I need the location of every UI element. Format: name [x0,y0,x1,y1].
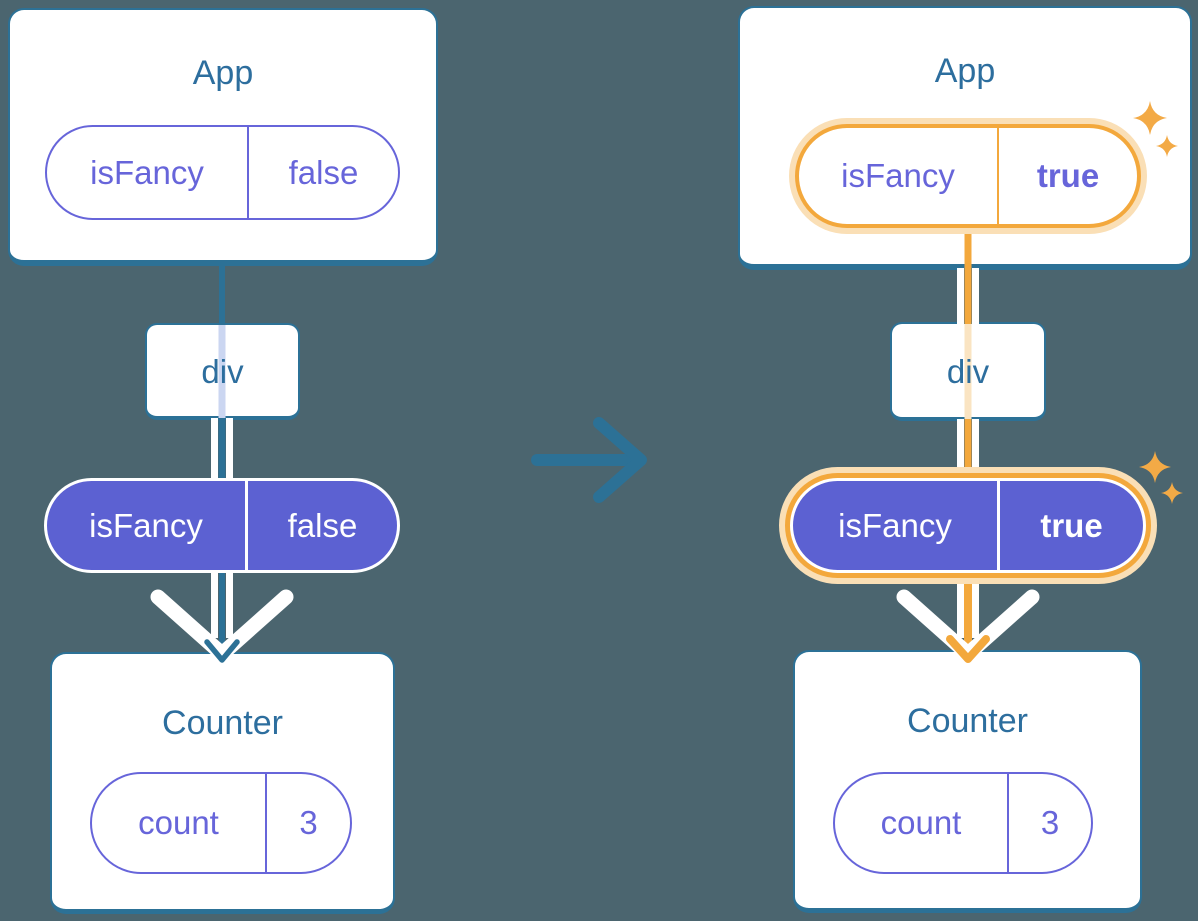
right-div-label: div [946,352,990,390]
state-value: 3 [265,774,350,872]
state-key: count [138,804,219,841]
right-app-prop-pill-highlighted: isFancy true [795,124,1141,228]
prop-key: isFancy [90,153,204,191]
state-key: count [880,804,962,841]
prop-value: false [245,481,397,570]
sparkle-icon [1139,451,1171,483]
prop-value: true [997,128,1137,224]
left-counter-state-pill: count 3 [90,772,352,874]
prop-value: true [997,481,1143,570]
left-app-title: App [192,54,254,92]
right-counter-state-pill: count 3 [833,772,1093,874]
sparkle-icon [1161,482,1183,504]
left-big-chevron-arrowhead [150,589,294,662]
left-app-prop-pill: isFancy false [45,125,400,220]
prop-value: false [247,127,398,218]
prop-key: isFancy [89,506,203,544]
prop-key: isFancy [841,157,955,194]
right-passed-prop-pill-highlighted: isFancy true [790,478,1146,573]
left-counter-title: Counter [162,704,283,742]
transition-arrow-icon [531,417,647,503]
right-app-title: App [934,52,996,90]
right-counter-title: Counter [907,702,1028,740]
left-div-label: div [201,352,244,390]
left-passed-prop-pill: isFancy false [44,478,400,573]
prop-key: isFancy [838,506,952,544]
right-big-chevron-arrowhead [896,589,1040,662]
state-value: 3 [1007,774,1091,872]
